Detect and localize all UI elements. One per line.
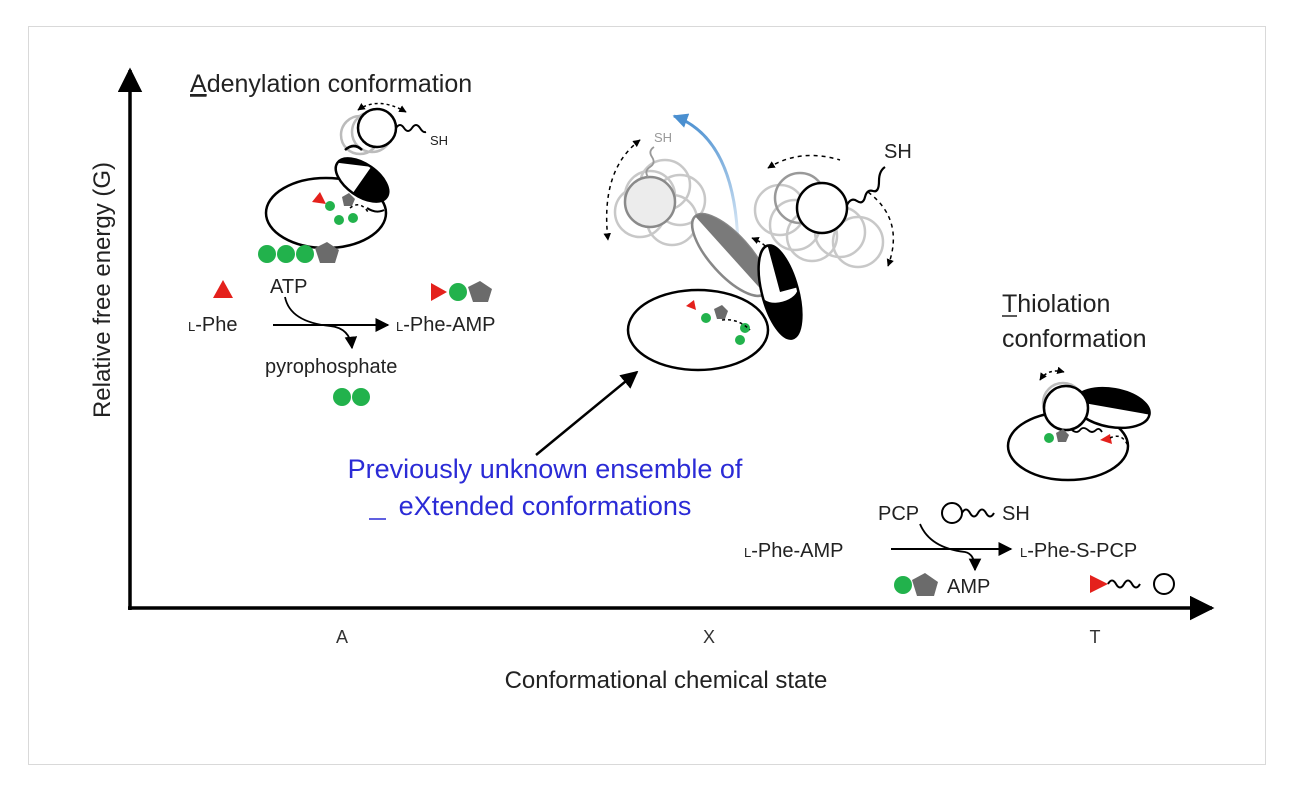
phe-amp-label: L-Phe-AMP (396, 314, 495, 336)
phe-s-pcp-icon (1090, 575, 1108, 593)
sh-label-small: SH (430, 133, 448, 148)
thiolation-title-line2: conformation (1002, 325, 1147, 353)
phe-amp-triangle-icon (431, 283, 447, 301)
sh-label-right: SH (884, 141, 912, 163)
x-tick-a: A (336, 627, 348, 647)
extended-text-line2: eXtended conformations (399, 491, 692, 521)
thiolation-reaction: PCP SH L-Phe-AMP L-Phe-S-PCP AMP (744, 502, 1175, 598)
sh-label-ghost: SH (654, 130, 672, 145)
phe-s-pcp-label: L-Phe-S-PCP (1020, 540, 1137, 562)
extended-text-line1: Previously unknown ensemble of (348, 454, 743, 484)
amp-icon (894, 576, 912, 594)
pyrophosphate-label: pyrophosphate (265, 356, 397, 378)
phe-label: L-Phe (188, 314, 237, 336)
atp-label: ATP (270, 276, 307, 298)
adenylation-title: Adenylation conformation (190, 70, 472, 98)
adenylation-protein-icon: SH (264, 102, 448, 250)
pointer-arrow (535, 370, 639, 456)
pcp-sh-label: SH (1002, 503, 1030, 525)
phe-triangle-icon (213, 280, 233, 298)
thiolation-protein-icon (1006, 366, 1151, 482)
amp-label: AMP (947, 576, 990, 598)
pcp-icon (941, 502, 963, 524)
thiolation-title-line1: Thiolation (1002, 290, 1110, 318)
phe-amp-t-label: L-Phe-AMP (744, 540, 843, 562)
pyrophosphate-icon (333, 388, 351, 406)
pcp-label: PCP (878, 503, 919, 525)
x-tick-t: T (1090, 627, 1101, 647)
x-axis-label: Conformational chemical state (505, 667, 828, 694)
y-axis-label: Relative free energy (G) (89, 162, 116, 418)
x-tick-x: X (703, 627, 715, 647)
adenylation-reaction: ATP L-Phe L-Phe-AMP pyrophosphate (188, 276, 495, 406)
extended-ensemble-icon: SH SH (603, 113, 912, 372)
atp-icon (258, 242, 339, 263)
